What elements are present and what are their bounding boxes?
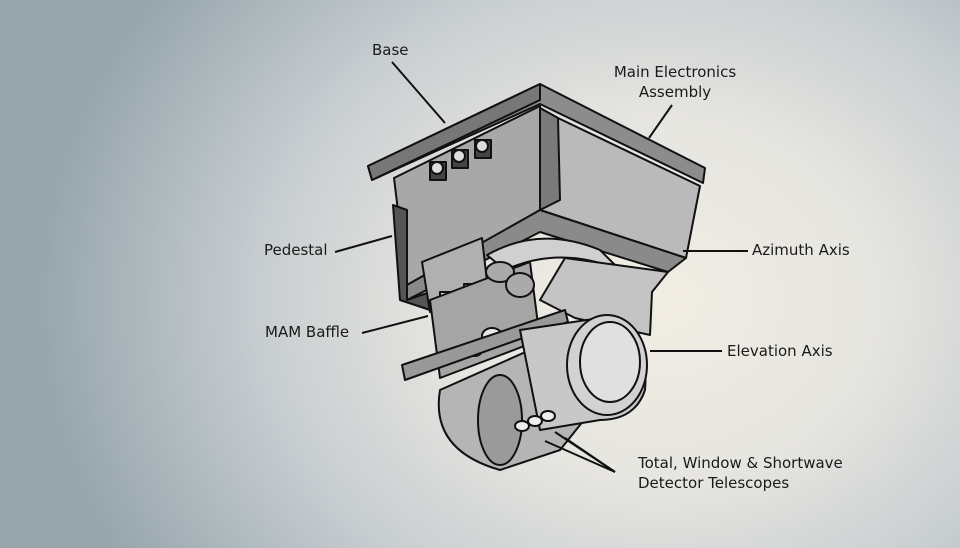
label-base: Base xyxy=(372,41,409,59)
telescope-shortwave xyxy=(540,410,556,422)
elevation-housing xyxy=(539,257,669,336)
mam-knob xyxy=(505,272,535,298)
telescope-window xyxy=(527,415,543,427)
label-mam-baffle: MAM Baffle xyxy=(265,323,350,341)
label-telescopes-line2: Detector Telescopes xyxy=(638,474,790,492)
elevation-cap-inner xyxy=(579,321,641,403)
label-telescopes-line1: Total, Window & Shortwave xyxy=(638,454,843,472)
label-elevation-axis: Elevation Axis xyxy=(727,342,833,360)
label-main-electronics-line2: Assembly xyxy=(638,83,712,101)
label-telescopes: Total, Window & Shortwave Detector Teles… xyxy=(638,453,843,493)
telescope-total xyxy=(514,420,530,432)
main-electronics-edge xyxy=(539,107,561,211)
label-main-electronics-line1: Main Electronics xyxy=(613,63,737,81)
drum-ring xyxy=(477,374,523,466)
base-plate-edge xyxy=(367,83,541,181)
mam-knob xyxy=(485,261,515,283)
label-pedestal: Pedestal xyxy=(264,241,328,259)
label-azimuth-axis: Azimuth Axis xyxy=(752,241,850,259)
leader-lines xyxy=(334,61,748,473)
label-main-electronics: Main Electronics Assembly xyxy=(605,62,745,102)
